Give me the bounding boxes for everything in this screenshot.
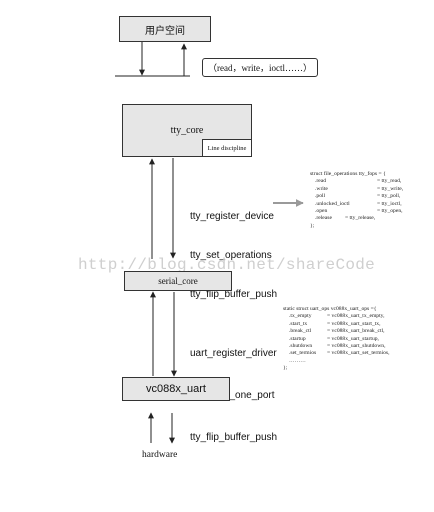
vc088x-uart-box: vc088x_uart [122, 377, 230, 401]
code-row: .release= tty_release, [315, 215, 376, 222]
code-row: .set_termios= vc088x_uart_set_termios, [289, 350, 390, 357]
code-row: .unlocked_ioctl= tty_ioctl, [315, 200, 402, 207]
tty-core-label: tty_core [170, 125, 204, 136]
line-discipline-box: Line discipline [202, 139, 252, 157]
code-row: .tx_empty= vc088x_uart_tx_empty, [289, 313, 385, 320]
code-row: .break_ctl= vc088x_uart_break_ctl, [289, 328, 385, 335]
tty-api-list: tty_register_device tty_set_operations t… [190, 184, 277, 314]
tty-api-line: tty_flip_buffer_push [190, 289, 278, 300]
vc088x-uart-label: vc088x_uart [146, 383, 206, 395]
line-discipline-label: Line discipline [207, 144, 247, 152]
uart-ops-code: static struct uart_ops vc088x_uart_ops =… [283, 306, 431, 373]
code-row: .startup= vc088x_uart_startup, [289, 335, 379, 342]
code-row: .read= tty_read, [315, 178, 402, 185]
user-space-box: 用户空间 [119, 16, 211, 42]
serial-core-box: serial_core [124, 271, 232, 291]
code-row: ……… [289, 357, 306, 364]
tty-fops-header: struct file_operations tty_fops = { [310, 171, 386, 177]
syscalls-label: （read，write，ioctl……） [208, 63, 312, 73]
code-row: .open= tty_open, [315, 208, 403, 215]
syscalls-box: （read，write，ioctl……） [202, 58, 318, 77]
uart-ops-footer: }; [283, 365, 288, 372]
uart-api-line: tty_flip_buffer_push [190, 432, 278, 443]
tty-api-line: tty_register_device [190, 211, 274, 222]
uart-api-list: uart_register_driver uart_add_one_port t… [190, 319, 277, 459]
code-row: .shutdown= vc088x_uart_shutdown, [289, 343, 386, 350]
uart-api-line: uart_add_one_port [190, 390, 275, 401]
tty-fops-footer: }; [310, 222, 315, 229]
code-row: .poll= tty_poll, [315, 193, 401, 200]
serial-core-label: serial_core [158, 276, 198, 286]
uart-api-line: uart_register_driver [190, 348, 277, 359]
uart-ops-header: static struct uart_ops vc088x_uart_ops =… [283, 306, 377, 312]
tty-fops-code: struct file_operations tty_fops = { .rea… [310, 171, 430, 230]
code-row: .write= tty_write, [315, 185, 404, 192]
watermark-text: http://blog.csdn.net/shareCode [78, 256, 376, 274]
hardware-label: hardware [142, 450, 178, 460]
tty-api-line: tty_set_operations [190, 250, 272, 261]
code-row: .start_tx= vc088x_uart_start_tx, [289, 320, 381, 327]
user-space-label: 用户空间 [145, 25, 185, 37]
